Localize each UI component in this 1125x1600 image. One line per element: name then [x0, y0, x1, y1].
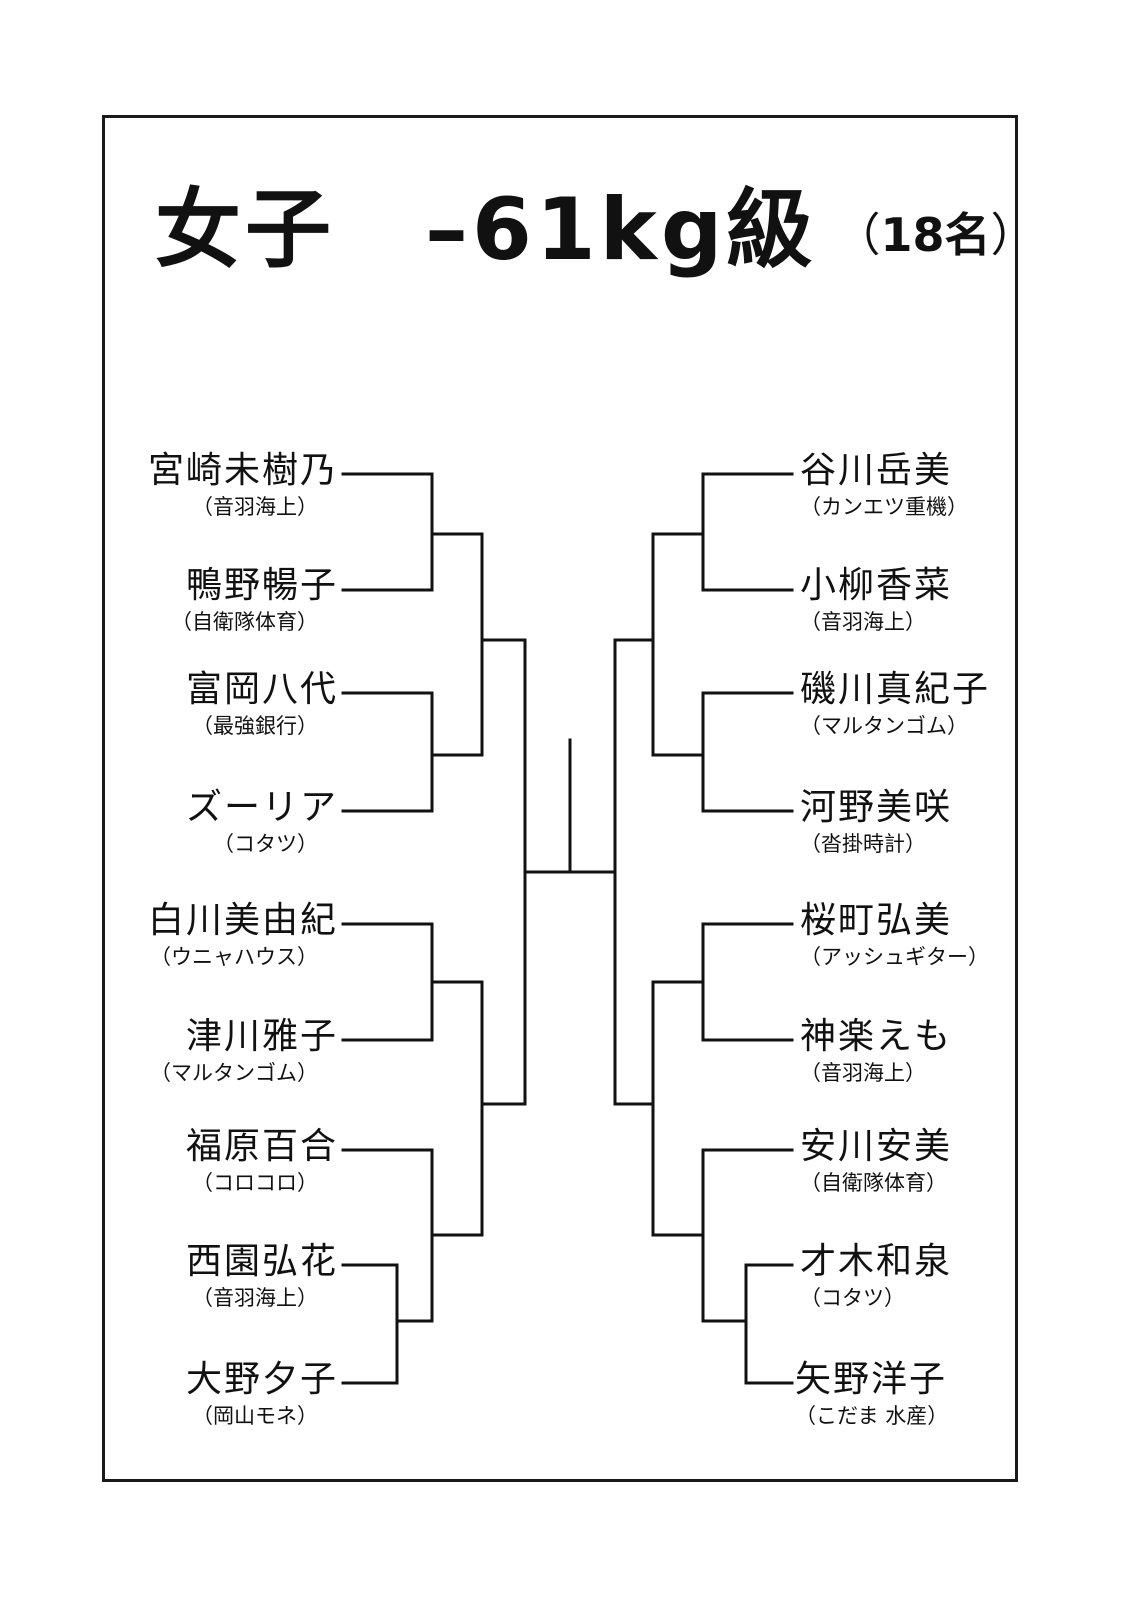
left-entry-1: 宮崎未樹乃 （音羽海上）	[68, 448, 338, 520]
left-match-5-6	[341, 922, 434, 1042]
right-entry-9: 矢野洋子 （こだま 水産）	[795, 1357, 1065, 1429]
left-entry-4: ズーリア （コタツ）	[68, 785, 338, 857]
competitor-club: （最強銀行）	[192, 714, 318, 738]
competitor-club: （マルタンゴム）	[800, 714, 968, 738]
right-entry-6: 神楽えも （音羽海上）	[800, 1014, 1070, 1086]
left-entry-9: 大野夕子 （岡山モネ）	[68, 1357, 338, 1429]
competitor-name: 矢野洋子	[795, 1359, 948, 1400]
left-entry-7: 福原百合 （コロコロ）	[68, 1124, 338, 1196]
right-entry-2: 小柳香菜 （音羽海上）	[800, 563, 1070, 635]
competitor-club: （自衛隊体育）	[800, 1171, 947, 1195]
right-entry-4: 河野美咲 （沓掛時計）	[800, 785, 1070, 857]
title-main: 女子 –61kg級	[155, 180, 817, 280]
competitor-name: 河野美咲	[800, 787, 953, 828]
right-entry-8: 才木和泉 （コタツ）	[800, 1239, 1070, 1311]
right-entry-3: 磯川真紀子 （マルタンゴム）	[800, 667, 1070, 739]
right-match-3-4	[701, 691, 794, 813]
competitor-club: （沓掛時計）	[800, 832, 926, 856]
right-match-8-9	[744, 1263, 794, 1385]
right-match-1-2	[701, 472, 794, 592]
competitor-name: ズーリア	[185, 787, 338, 828]
competitor-name: 谷川岳美	[800, 450, 953, 491]
competitor-club: （マルタンゴム）	[150, 1061, 318, 1085]
competitor-club: （岡山モネ）	[192, 1404, 318, 1428]
competitor-name: 神楽えも	[800, 1016, 953, 1057]
left-match-1-2	[341, 472, 434, 592]
page-title: 女子 –61kg級 （18名）	[155, 175, 1036, 285]
competitor-name: 福原百合	[185, 1126, 338, 1167]
left-entry-3: 富岡八代 （最強銀行）	[68, 667, 338, 739]
bracket-frame	[102, 115, 1018, 1482]
competitor-club: （音羽海上）	[192, 1286, 318, 1310]
competitor-club: （音羽海上）	[800, 610, 926, 634]
competitor-name: 富岡八代	[185, 669, 338, 710]
competitor-club: （こだま 水産）	[795, 1404, 949, 1428]
competitor-name: 鴨野暢子	[185, 565, 338, 606]
left-entry-8: 西園弘花 （音羽海上）	[68, 1239, 338, 1311]
competitor-name: 大野夕子	[185, 1359, 338, 1400]
competitor-name: 白川美由紀	[147, 900, 338, 941]
right-match-7-89	[701, 1148, 794, 1323]
left-entry-2: 鴨野暢子 （自衛隊体育）	[68, 563, 338, 635]
competitor-name: 西園弘花	[185, 1241, 338, 1282]
title-count: （18名）	[834, 208, 1037, 262]
competitor-club: （コタツ）	[800, 1286, 905, 1310]
competitor-name: 宮崎未樹乃	[147, 450, 338, 491]
competitor-name: 津川雅子	[185, 1016, 338, 1057]
left-entry-5: 白川美由紀 （ウニャハウス）	[68, 898, 338, 970]
competitor-club: （アッシュギター）	[800, 945, 989, 969]
competitor-club: （コロコロ）	[192, 1171, 318, 1195]
competitor-name: 才木和泉	[800, 1241, 953, 1282]
competitor-club: （ウニャハウス）	[150, 945, 318, 969]
competitor-name: 安川安美	[800, 1126, 953, 1167]
left-match-3-4	[341, 691, 434, 813]
right-entry-5: 桜町弘美 （アッシュギター）	[800, 898, 1070, 970]
competitor-name: 小柳香菜	[800, 565, 953, 606]
right-match-5-6	[701, 922, 794, 1042]
left-entry-6: 津川雅子 （マルタンゴム）	[68, 1014, 338, 1086]
right-entry-7: 安川安美 （自衛隊体育）	[800, 1124, 1070, 1196]
left-match-7-89	[341, 1148, 434, 1323]
competitor-name: 桜町弘美	[800, 900, 953, 941]
competitor-club: （音羽海上）	[800, 1061, 926, 1085]
competitor-club: （コタツ）	[213, 832, 318, 856]
competitor-club: （自衛隊体育）	[171, 610, 318, 634]
competitor-club: （音羽海上）	[192, 495, 318, 519]
competitor-name: 磯川真紀子	[800, 669, 991, 710]
right-entry-1: 谷川岳美 （カンエツ重機）	[800, 448, 1070, 520]
left-match-8-9	[341, 1263, 399, 1385]
competitor-club: （カンエツ重機）	[800, 495, 968, 519]
